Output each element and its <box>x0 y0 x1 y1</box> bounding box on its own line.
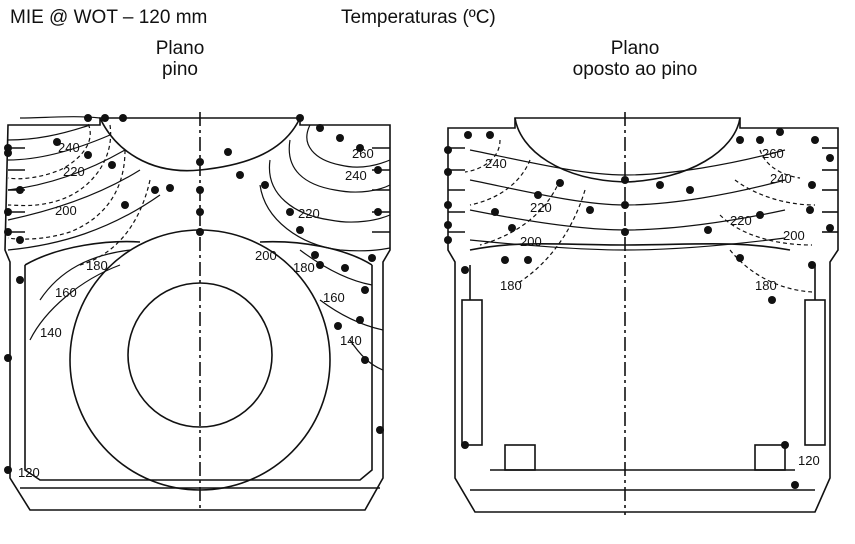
iso-right-180: 180 <box>500 278 522 293</box>
iso-left-140: 140 <box>40 325 62 340</box>
piston-right-outline <box>447 117 839 513</box>
iso-rightR-220: 220 <box>730 213 752 228</box>
chart-subtitle: Temperaturas (ºC) <box>341 7 496 28</box>
piston-right-bowl <box>514 117 741 183</box>
iso-leftR-200: 200 <box>255 248 277 263</box>
iso-leftR-220: 220 <box>298 206 320 221</box>
thermocouple-dots-left <box>4 114 384 474</box>
iso-rightR-200: 200 <box>783 228 805 243</box>
iso-rightR-240: 240 <box>770 171 792 186</box>
plane-pin-line2: pino <box>162 58 198 80</box>
plane-opposite-line1: Plano <box>610 38 660 59</box>
iso-leftR-140: 140 <box>340 333 362 348</box>
plane-opposite-line2: oposto ao pino <box>572 58 698 80</box>
iso-leftR-160: 160 <box>323 290 345 305</box>
iso-leftR-240: 240 <box>345 168 367 183</box>
plane-opposite-label: Plano oposto ao pino <box>540 38 730 81</box>
plane-pin-line1: Plano <box>155 38 205 59</box>
chart-title: MIE @ WOT – 120 mm <box>10 7 208 28</box>
iso-rightR-260: 260 <box>762 146 784 161</box>
iso-left-160: 160 <box>55 285 77 300</box>
piston-left-outline <box>4 117 391 511</box>
iso-right-220: 220 <box>530 200 552 215</box>
iso-left-220: 220 <box>63 164 85 179</box>
plane-pin-label: Plano pino <box>120 38 240 81</box>
isotherm-labels-left: 240 220 200 180 160 140 120 260 240 220 … <box>18 140 374 480</box>
iso-rightR-120: 120 <box>798 453 820 468</box>
iso-leftR-180: 180 <box>293 260 315 275</box>
iso-left-240: 240 <box>58 140 80 155</box>
iso-left-200: 200 <box>55 203 77 218</box>
iso-right-200: 200 <box>520 234 542 249</box>
iso-right-240: 240 <box>485 156 507 171</box>
iso-leftR-260: 260 <box>352 146 374 161</box>
thermocouple-dots-right <box>444 128 834 489</box>
iso-left-180: 180 <box>86 258 108 273</box>
isotherms-left <box>7 116 391 371</box>
iso-rightR-180: 180 <box>755 278 777 293</box>
isotherm-labels-right: 240 220 200 180 260 240 220 200 180 120 <box>485 146 820 468</box>
iso-left-120: 120 <box>18 465 40 480</box>
